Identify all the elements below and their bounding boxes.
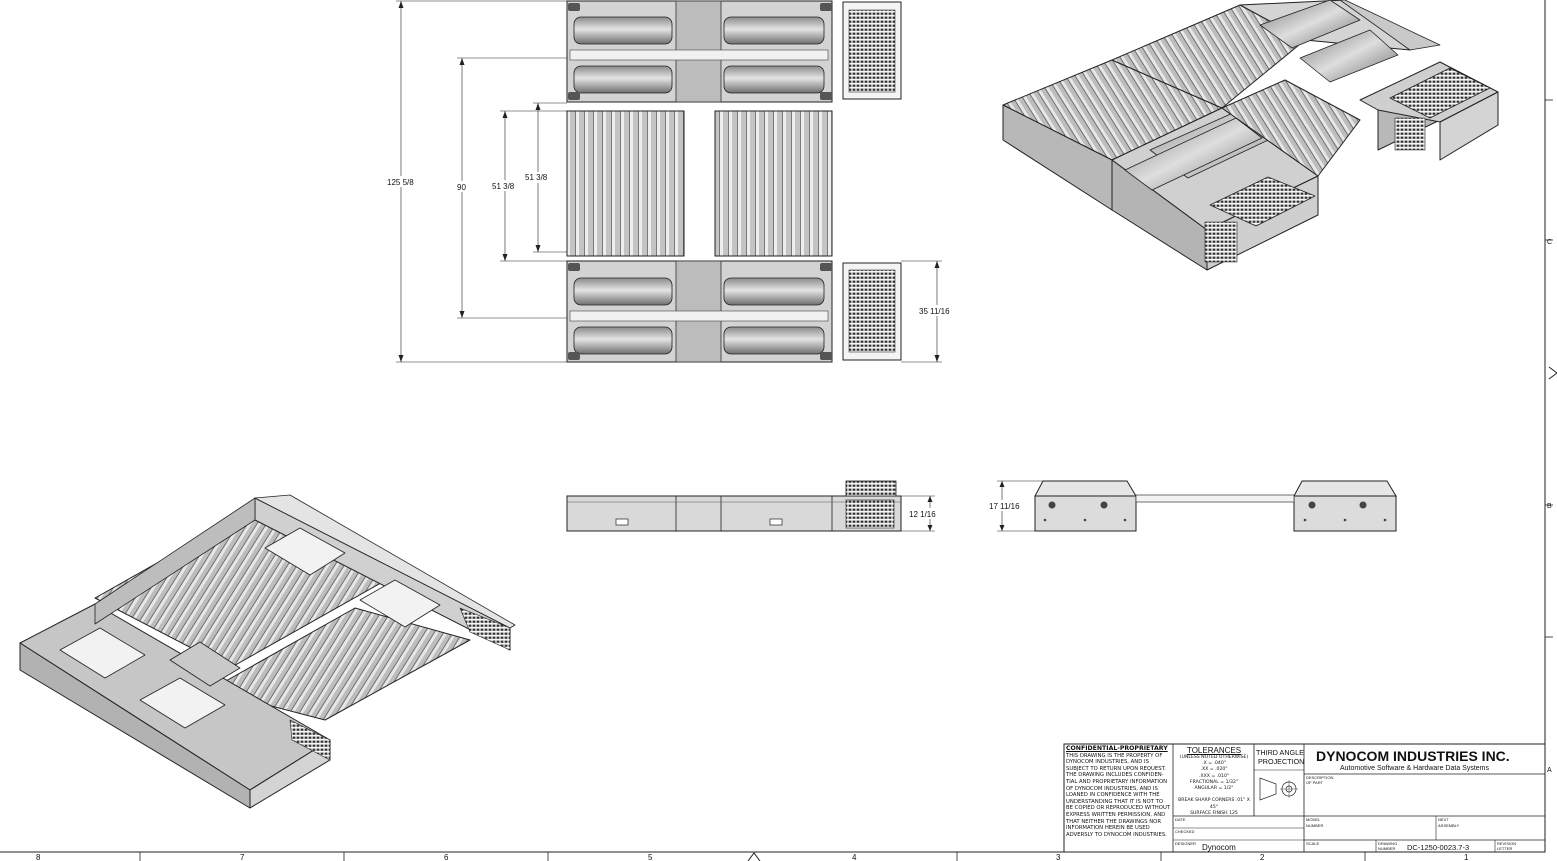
- confidential-line: THIS DRAWING IS THE PROPERTY OF: [1066, 752, 1163, 759]
- border-col-3: 3: [1056, 853, 1061, 861]
- border-row-b: B: [1547, 503, 1552, 510]
- dim-overall-length: 125 5/8: [387, 178, 414, 187]
- tolerance-line: .XX = .020": [1200, 767, 1228, 773]
- border-col-5: 5: [648, 853, 653, 861]
- tolerance-line: (UNLESS NOTED OTHERWISE): [1179, 755, 1249, 760]
- label-number: NUMBER: [1306, 823, 1323, 828]
- top-view-arrows: [398, 1, 940, 362]
- drawing-number: DC-1250-0023.7-3: [1407, 843, 1469, 852]
- label-model: MODEL: [1306, 817, 1321, 822]
- border-col-7: 7: [240, 853, 245, 861]
- tolerance-line: FRACTIONAL = 1/32": [1189, 779, 1239, 785]
- border-row-a: A: [1547, 767, 1552, 774]
- label-next: NEXT: [1438, 817, 1449, 822]
- label-description: DESCRIPTION: [1306, 775, 1333, 780]
- dim-roll-section-outer: 51 3/8: [492, 182, 515, 191]
- tolerance-line: BREAK SHARP CORNERS .01" X 45°: [1178, 798, 1250, 810]
- tolerance-line: .XXX = .010": [1198, 773, 1229, 779]
- label-scale: SCALE: [1306, 841, 1319, 846]
- front-view: 17 11/16: [988, 480, 1397, 532]
- tolerances-block: TOLERANCES (UNLESS NOTED OTHERWISE) .X =…: [1174, 746, 1254, 817]
- tolerance-line: SURFACE FINISH 125: [1190, 810, 1238, 816]
- roll-section-left: [566, 110, 685, 257]
- border-row-labels: C B A: [1547, 239, 1552, 774]
- label-assembly: ASSEMBLY: [1438, 823, 1460, 828]
- border-row-c: C: [1547, 239, 1552, 246]
- confidential-notice: CONFIDENTIAL-PROPRIETARY THIS DRAWING IS…: [1066, 745, 1172, 838]
- dim-roll-section-inner: 51 3/8: [525, 173, 548, 182]
- company-name: DYNOCOM INDUSTRIES INC.: [1316, 748, 1510, 764]
- label-of-part: OF PART: [1306, 780, 1324, 785]
- border-col-6: 6: [444, 853, 449, 861]
- designer-value: Dynocom: [1202, 843, 1236, 852]
- iso-view-lower: [19, 494, 516, 809]
- confidential-line: UNDERSTANDING THAT IT IS NOT TO: [1066, 798, 1164, 805]
- confidential-line: ADVERSLY TO DYNOCOM INDUSTRIES.: [1066, 831, 1167, 838]
- confidential-line: LOANED IN CONFIDENCE WITH THE: [1066, 792, 1160, 799]
- dim-side-height: 12 1/16: [909, 510, 936, 519]
- roll-section-right: [714, 110, 833, 257]
- side-view: 12 1/16: [566, 480, 940, 532]
- label-drawing: DRAWING: [1378, 841, 1397, 846]
- label-drawing-number: NUMBER: [1378, 846, 1395, 851]
- company-tagline: Automotive Software & Hardware Data Syst…: [1340, 765, 1490, 772]
- confidential-line: BE COPIED OR REPRODUCED WITHOUT: [1066, 805, 1171, 812]
- roller-module-bottom: [566, 260, 902, 363]
- dim-module-length: 35 11/16: [919, 307, 950, 316]
- label-date: DATE: [1175, 817, 1186, 822]
- dim-wheelbase-span: 90: [457, 183, 466, 192]
- border-column-labels: 8 7 6 5 4 3 2 1: [36, 853, 1469, 861]
- projection-cone-icon: [1259, 777, 1277, 801]
- confidential-line: THE DRAWING INCLUDES CONFIDEN-: [1066, 772, 1164, 779]
- border-col-1: 1: [1464, 853, 1469, 861]
- iso-view-upper: [1002, 0, 1499, 271]
- label-revision: REVISION: [1497, 841, 1516, 846]
- tolerance-line: .X = .040": [1202, 761, 1226, 767]
- confidential-line: TIAL AND PROPRIETARY INFORMATION: [1066, 778, 1168, 785]
- confidential-line: DYNOCOM INDUSTRIES, AND IS: [1066, 759, 1149, 766]
- tolerances-heading: TOLERANCES: [1186, 746, 1242, 755]
- label-designer: DESIGNER: [1175, 841, 1196, 846]
- roller-module-top: [566, 0, 902, 103]
- border-col-8: 8: [36, 853, 41, 861]
- confidential-line: INFORMATION HEREIN BE USED: [1066, 825, 1150, 832]
- border-col-2: 2: [1260, 853, 1265, 861]
- title-block: [1063, 743, 1546, 853]
- projection-line2: PROJECTION: [1258, 757, 1304, 766]
- top-view: 125 5/8 90 51 3/8 51 3/8 35 11/16: [386, 0, 952, 363]
- confidential-line: OF DYNOCOM INDUSTRIES, AND IS: [1066, 785, 1158, 792]
- border-col-4: 4: [852, 853, 857, 861]
- label-letter: LETTER: [1497, 846, 1512, 851]
- confidential-heading: CONFIDENTIAL-PROPRIETARY: [1066, 745, 1168, 752]
- title-block-text: THIRD ANGLE PROJECTION DYNOCOM INDUSTRIE…: [1175, 748, 1516, 852]
- confidential-line: EXPRESS WRITTEN PERMISSION, AND: [1066, 811, 1166, 818]
- confidential-line: SUBJECT TO RETURN UPON REQUEST.: [1066, 765, 1166, 772]
- confidential-line: THAT NEITHER THE DRAWINGS NOR: [1066, 818, 1162, 825]
- projection-line1: THIRD ANGLE: [1256, 748, 1304, 757]
- label-checked: CHECKED: [1175, 829, 1195, 834]
- tolerance-line: ANGULAR = 1/2°: [1194, 786, 1234, 792]
- dim-front-height: 17 11/16: [989, 502, 1020, 511]
